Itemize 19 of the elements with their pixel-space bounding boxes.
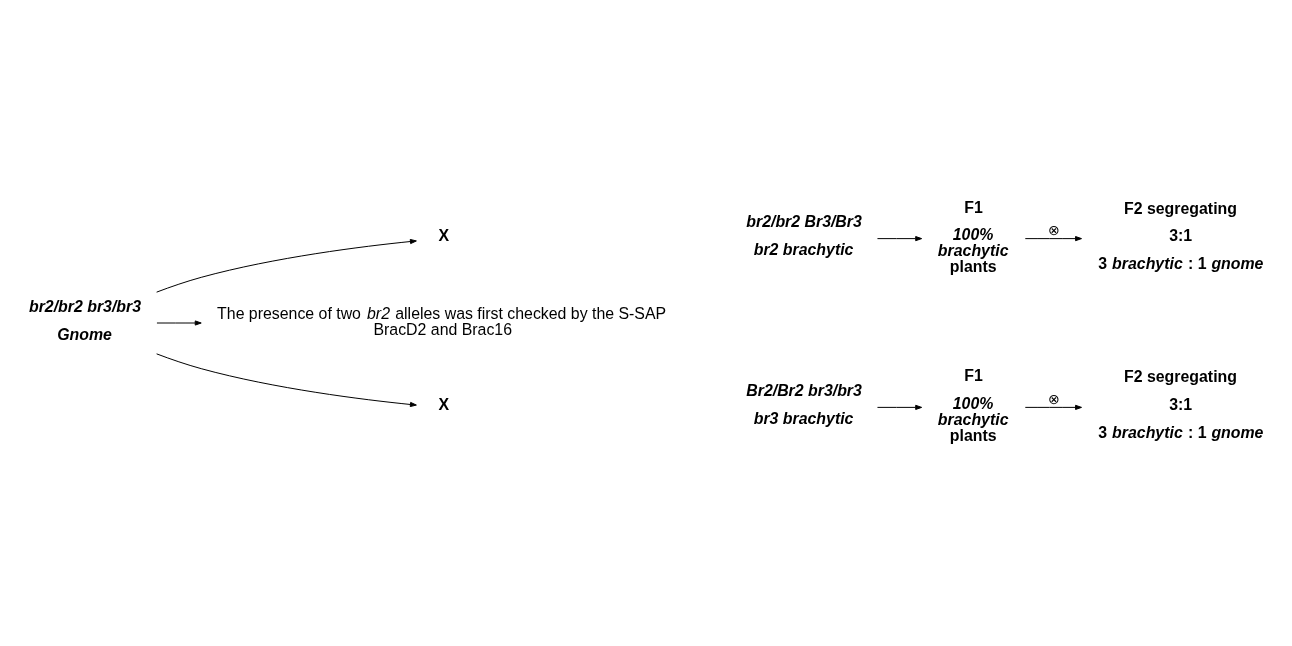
node-text: F2 segregating 3:1 3 brachytic : 1 gnome bbox=[1098, 199, 1264, 273]
arrow bbox=[156, 353, 417, 408]
node-text: F1 100% brachytic plants bbox=[937, 367, 1009, 444]
arrow bbox=[876, 236, 923, 242]
node-text: br2/br2 Br3/Br3 br2 brachytic bbox=[746, 213, 862, 259]
arrow bbox=[876, 404, 923, 410]
node-text: Br2/Br2 br3/br3 br3 brachytic bbox=[746, 382, 862, 428]
edge-label: ⊗ bbox=[1047, 221, 1060, 238]
edge-label: ⊗ bbox=[1047, 390, 1060, 407]
arrow bbox=[156, 320, 202, 326]
arrow bbox=[1024, 236, 1082, 242]
arrow bbox=[156, 238, 417, 293]
node-text: The presence of two br2 alleles was first checked by the S-SAP BracD2 and Brac16 bbox=[217, 304, 667, 338]
node-text: F2 segregating 3:1 3 brachytic : 1 gnome bbox=[1098, 368, 1264, 441]
node-text: br2/br2 br3/br3 Gnome bbox=[28, 297, 142, 343]
arrow bbox=[1024, 404, 1082, 410]
node-text: X bbox=[438, 396, 450, 414]
node-text: X bbox=[438, 227, 450, 245]
node-text: F1 100% brachytic plants bbox=[937, 198, 1009, 276]
